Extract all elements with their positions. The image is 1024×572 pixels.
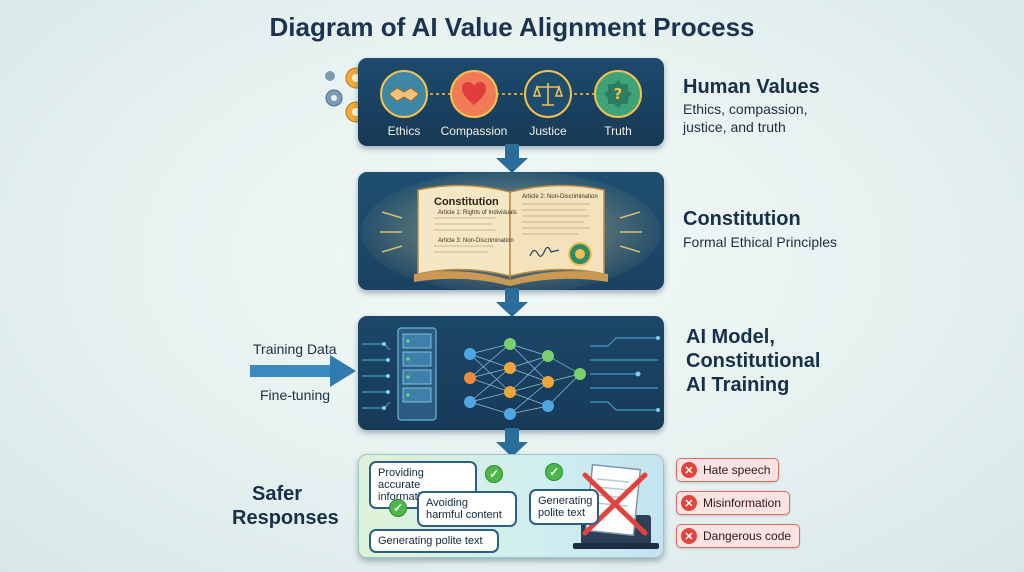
bubble-polite-a-line-2: polite text — [538, 507, 586, 519]
human-values-panel: ? Ethics Compassion Justice Truth — [358, 58, 664, 146]
rejected-misinformation-label: Misinformation — [703, 496, 782, 510]
book-article-3: Article 3: Non-Discrimination — [438, 238, 514, 244]
responses-heading-2: Responses — [232, 507, 339, 529]
question-badge-icon: ? — [604, 80, 632, 108]
training-data-label: Training Data — [253, 341, 337, 357]
rejected-hate-speech: ✕ Hate speech — [676, 458, 780, 482]
book-title: Constitution — [434, 196, 499, 208]
rejected-dangerous-code: ✕ Dangerous code — [676, 524, 801, 548]
rejected-misinformation: ✕ Misinformation — [676, 491, 791, 515]
down-arrow-3 — [496, 428, 528, 457]
check-icon: ✓ — [545, 463, 563, 481]
rejected-document-icon — [573, 463, 659, 549]
svg-text:?: ? — [614, 85, 623, 103]
x-icon: ✕ — [681, 462, 697, 478]
book-article-1: Article 1: Rights of Individuals — [438, 210, 517, 216]
human-values-heading: Human Values — [683, 76, 820, 98]
responses-panel: Providing accurate information ✓ Avoidin… — [358, 454, 664, 558]
ai-model-heading-3: AI Training — [686, 374, 790, 396]
bubble-polite-a-line-1: Generating — [538, 495, 593, 507]
constitution-subtitle: Formal Ethical Principles — [683, 234, 838, 250]
constitution-heading: Constitution — [683, 208, 801, 230]
truth-circle: ? — [594, 70, 642, 118]
justice-circle — [524, 70, 572, 118]
check-icon: ✓ — [485, 465, 503, 483]
value-label-ethics: Ethics — [387, 124, 421, 138]
value-label-compassion: Compassion — [440, 124, 508, 138]
bubble-harmful-line-2: harmful content — [426, 509, 502, 521]
input-arrow — [250, 355, 356, 387]
fine-tuning-label: Fine-tuning — [260, 387, 331, 403]
heart-icon — [462, 82, 486, 105]
responses-heading-1: Safer — [252, 483, 303, 505]
book-article-2: Article 2: Non-Discrimination — [522, 194, 598, 200]
compassion-circle — [450, 70, 498, 118]
bubble-polite-b-line: Generating polite text — [378, 535, 483, 547]
rejected-dangerous-code-label: Dangerous code — [703, 529, 792, 543]
ai-model-heading-2: Constitutional — [686, 350, 821, 372]
ai-model-heading-1: AI Model, — [686, 326, 775, 348]
bubble-harmful-line-1: Avoiding — [426, 497, 468, 509]
bubble-polite-text-b: Generating polite text — [369, 529, 499, 553]
down-arrow-1 — [496, 144, 528, 173]
bubble-avoid-harmful: Avoiding harmful content — [417, 491, 517, 527]
value-label-justice: Justice — [529, 124, 567, 138]
value-label-truth: Truth — [604, 124, 632, 138]
x-icon: ✕ — [681, 528, 697, 544]
constitution-panel: Constitution Article 1: Rights of Indivi… — [358, 172, 664, 290]
x-icon: ✕ — [681, 495, 697, 511]
down-arrow-2 — [496, 288, 528, 317]
handshake-icon — [388, 87, 420, 102]
bubble-polite-text-a: Generating polite text — [529, 489, 599, 525]
check-icon: ✓ — [389, 499, 407, 517]
human-values-subtitle-1: Ethics, compassion, — [683, 101, 808, 117]
rejected-hate-speech-label: Hate speech — [703, 463, 771, 477]
scales-icon — [532, 83, 564, 106]
diagram-title: Diagram of AI Value Alignment Process — [269, 12, 755, 42]
bubble-accurate-line-1: Providing accurate — [378, 467, 424, 491]
ethics-circle — [380, 70, 428, 118]
human-values-subtitle-2: justice, and truth — [683, 119, 786, 135]
ai-model-panel — [358, 316, 664, 430]
